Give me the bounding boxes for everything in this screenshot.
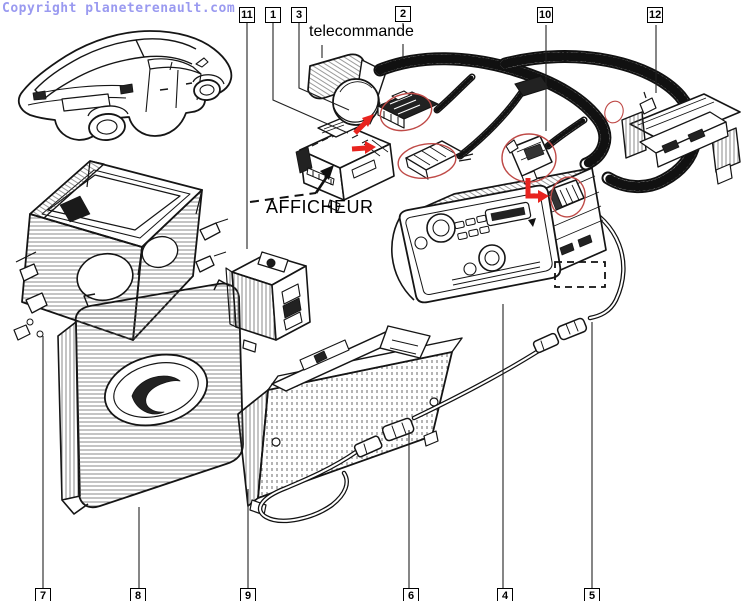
callout-box-2: 2 <box>395 6 411 22</box>
mounting-bracket <box>621 91 741 185</box>
callout-box-11: 11 <box>239 7 255 23</box>
remote-stalk <box>307 53 387 126</box>
callout-box-8: 8 <box>130 588 146 601</box>
callout-box-12: 12 <box>647 7 664 23</box>
antenna-cable <box>257 201 626 524</box>
inline-connector-pair-lower <box>353 417 415 458</box>
car-illustration <box>17 30 233 141</box>
callout-box-3: 3 <box>291 7 307 23</box>
callout-box-6: 6 <box>403 588 419 601</box>
callout-lines <box>42 23 657 588</box>
callout-box-1: 1 <box>265 7 281 23</box>
copyright-watermark: Copyright planeterenault.com <box>2 1 236 16</box>
callout-box-7: 7 <box>35 588 51 601</box>
afficheur-pointer-arrow <box>249 165 334 203</box>
callout-box-5: 5 <box>584 588 600 601</box>
connector-black-upper <box>377 90 439 129</box>
callout-box-9: 9 <box>240 588 256 601</box>
inline-connector-pair-upper <box>532 317 588 354</box>
callout-box-10: 10 <box>537 7 554 23</box>
connector-small-cable-end <box>548 179 585 211</box>
harness-branch-connector1 <box>433 73 476 114</box>
label-telecommande: telecommande <box>309 23 414 40</box>
harness-trunk <box>373 52 612 171</box>
harness-connectors <box>377 90 585 211</box>
label-afficheur: AFFICHEUR <box>266 197 374 217</box>
harness-branch-connector3 <box>544 116 588 150</box>
changer-amplifier-box <box>237 325 463 516</box>
front-cover-panel <box>57 279 244 515</box>
dashed-reference-box <box>554 261 606 288</box>
connector-white-right <box>505 135 553 185</box>
display-receiver-module <box>225 251 311 353</box>
red-highlight-arrows <box>351 114 549 203</box>
connector-white-middle <box>405 140 475 180</box>
callout-box-4: 4 <box>497 588 513 601</box>
